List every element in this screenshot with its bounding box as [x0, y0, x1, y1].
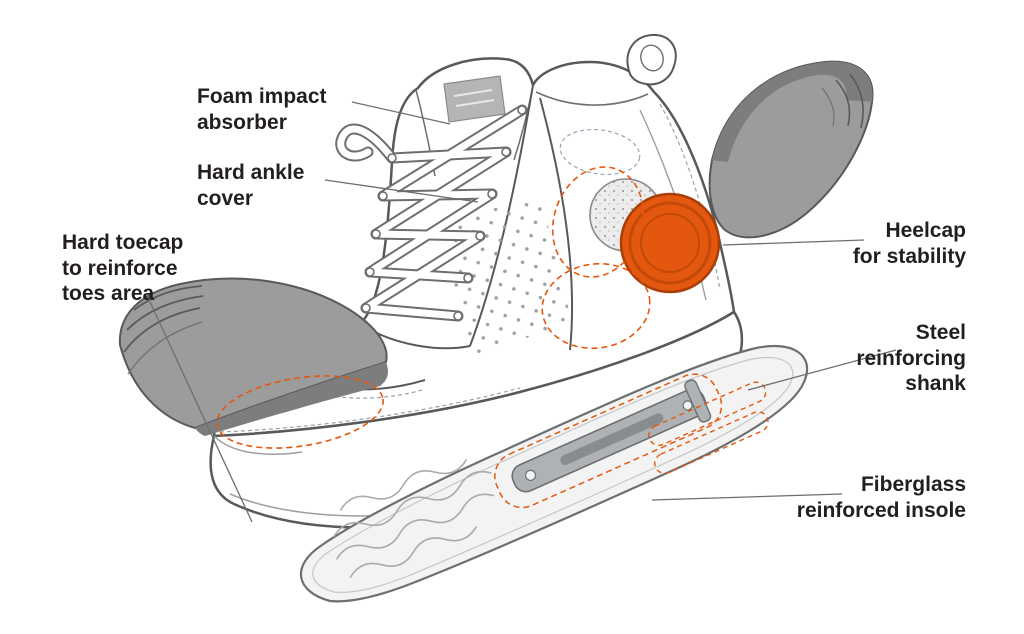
leader-foam-impact [351, 101, 451, 125]
protection-zone-heel [541, 262, 651, 350]
heelcap-disc [619, 192, 721, 294]
heelcap-part [708, 60, 874, 239]
eyelets [361, 105, 527, 321]
label-fiberglass-reinforced-insole: Fiberglass reinforced insole [796, 473, 966, 522]
toecap-part [118, 277, 388, 436]
insole-wave-texture [333, 458, 495, 578]
leader-fiberglass-insole [651, 493, 843, 501]
heel-pull-tab [626, 33, 677, 86]
label-steel-reinforcing-shank: Steel reinforcing shank [856, 321, 966, 396]
label-heelcap-stability: Heelcap for stability [852, 219, 966, 268]
tongue-label-patch [443, 75, 506, 123]
insole-part [299, 344, 809, 603]
heel-zone-dashed [648, 381, 769, 475]
label-hard-toecap: Hard toecap to reinforce toes area [62, 231, 184, 306]
leader-hard-toecap [149, 301, 253, 523]
shank-zone-dashed [494, 373, 723, 509]
protection-zones [216, 166, 651, 449]
leader-hard-ankle [324, 179, 479, 203]
leader-lines [149, 101, 897, 523]
protection-zone-toe [216, 375, 384, 449]
protection-zone-ankle [551, 166, 645, 278]
steel-shank [511, 379, 712, 493]
label-foam-impact-absorber: Foam impact absorber [197, 85, 327, 134]
leader-heelcap [722, 239, 865, 246]
leader-steel-shank [747, 349, 897, 391]
label-hard-ankle-cover: Hard ankle cover [197, 161, 305, 210]
